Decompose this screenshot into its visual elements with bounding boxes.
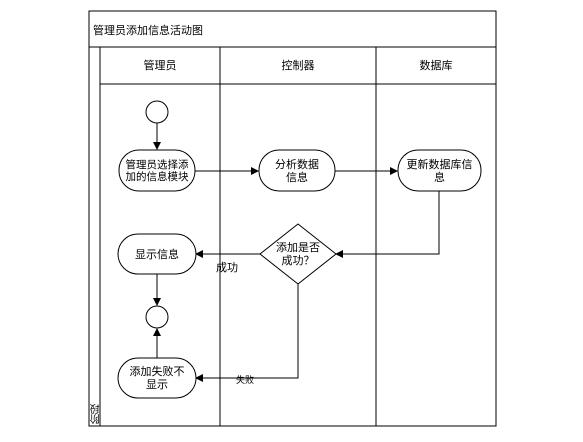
edge-label-success: 成功 [216, 261, 238, 274]
show-info-label: 显示信息 [135, 247, 179, 261]
analyze-data-label: 分析数据信息 [275, 157, 319, 184]
side-label: 阶段 [91, 404, 102, 424]
update-db-label: 更新数据库信息 [406, 157, 473, 184]
lane-header-controller: 控制器 [281, 59, 315, 72]
diagram-frame [88, 10, 497, 427]
diagram-title: 管理员添加信息活动图 [93, 24, 203, 37]
edge-update-to-decision [335, 191, 440, 258]
start-node [145, 100, 169, 124]
end-node [145, 305, 169, 329]
edge-decision-fail [195, 284, 299, 382]
lane-header-database: 数据库 [419, 59, 453, 72]
lane-header-admin: 管理员 [143, 59, 177, 72]
add-fail-label: 添加失败不显示 [129, 365, 185, 391]
decision-label: 添加是否成功？ [276, 241, 320, 267]
edge-label-fail: 失败 [236, 376, 255, 386]
select-module-label: 管理员选择添加的信息模块 [125, 158, 189, 183]
